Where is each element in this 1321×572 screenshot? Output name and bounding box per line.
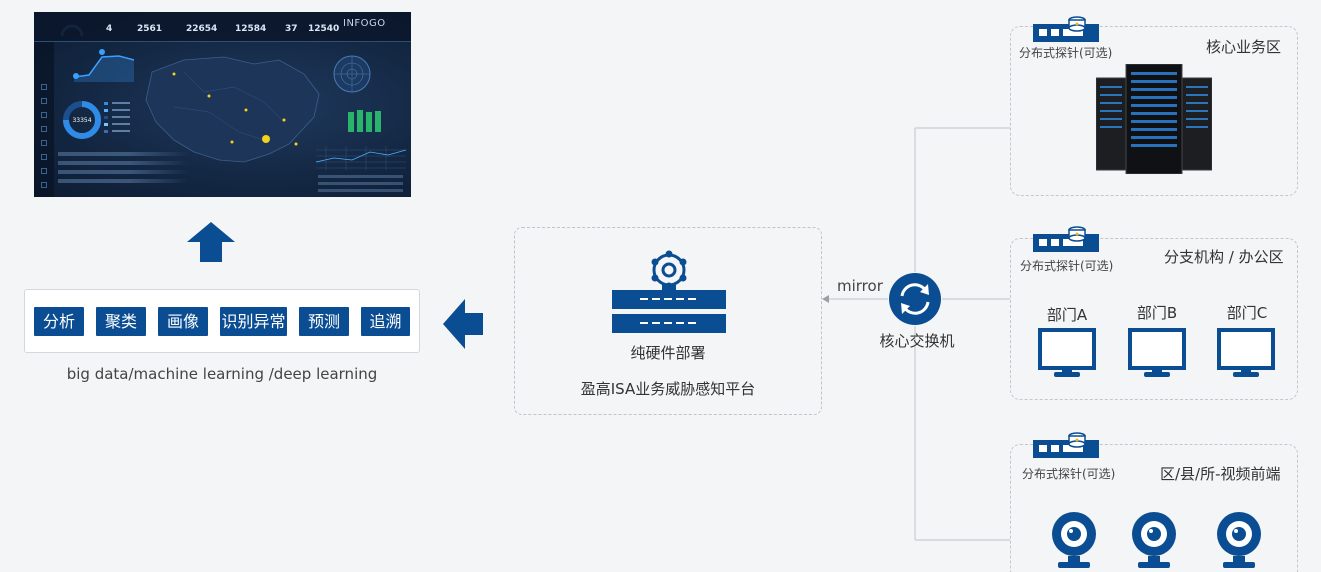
hardware-deploy-label: 纯硬件部署 [630,344,706,362]
mirror-label: mirror [837,277,883,295]
department-label: 部门C [1226,304,1268,322]
analysis-tag: 画像 [158,307,208,336]
probe-label: 分布式探针(可选) [1022,467,1116,481]
dashboard-stat: 37 [285,24,298,34]
webcam-icon [1052,512,1096,568]
arrow-up-icon [187,222,235,262]
analysis-tag: 识别异常 [220,307,287,336]
analysis-tag: 预测 [299,307,349,336]
dashboard-sidebar [34,42,54,197]
dashboard-stat: 22654 [186,24,218,34]
monitor-icon [1128,328,1186,377]
department-label: 部门B [1136,304,1178,322]
probe-label: 分布式探针(可选) [1020,259,1114,273]
dashboard-stat: 12584 [235,24,267,34]
analysis-caption: big data/machine learning /deep learning [66,365,378,383]
dashboard-stat: 4 [106,24,113,34]
monitor-icon [1217,328,1275,377]
analysis-tag: 分析 [34,307,84,336]
dashboard-log-list [318,175,403,196]
analysis-tag: 追溯 [361,307,410,336]
webcam-icon [1217,512,1261,568]
zone-title: 核心业务区 [1206,38,1282,56]
analysis-tag: 聚类 [96,307,146,336]
dashboard-screenshot: 33354 4 2561 22654 12584 37 12540 INFOGO [34,12,411,197]
webcam-icon [1132,512,1176,568]
dashboard-brand: INFOGO [343,18,386,29]
platform-name-label: 盈高ISA业务威胁感知平台 [580,380,756,398]
core-switch-icon [889,273,941,325]
server-rack-icon [1096,64,1212,174]
department-label: 部门A [1046,306,1088,324]
connection-lines [822,127,1010,541]
dashboard-event-list [58,152,188,188]
hardware-appliance-icon [612,250,726,333]
arrow-left-icon [443,299,483,349]
probe-label: 分布式探针(可选) [1019,46,1113,60]
dashboard-header [34,12,411,42]
dashboard-donut-value: 33354 [72,117,91,124]
probe-icon [1033,16,1099,42]
zone-title: 区/县/所-视频前端 [1160,465,1281,483]
probe-icon [1033,432,1099,458]
core-switch-label: 核心交换机 [879,332,955,350]
monitor-icon [1038,328,1096,377]
dashboard-stat: 12540 [308,24,340,34]
dashboard-graphics: 33354 [60,24,407,170]
zone-title: 分支机构 / 办公区 [1164,248,1284,266]
probe-icon [1033,226,1099,252]
dashboard-stat: 2561 [137,24,163,34]
